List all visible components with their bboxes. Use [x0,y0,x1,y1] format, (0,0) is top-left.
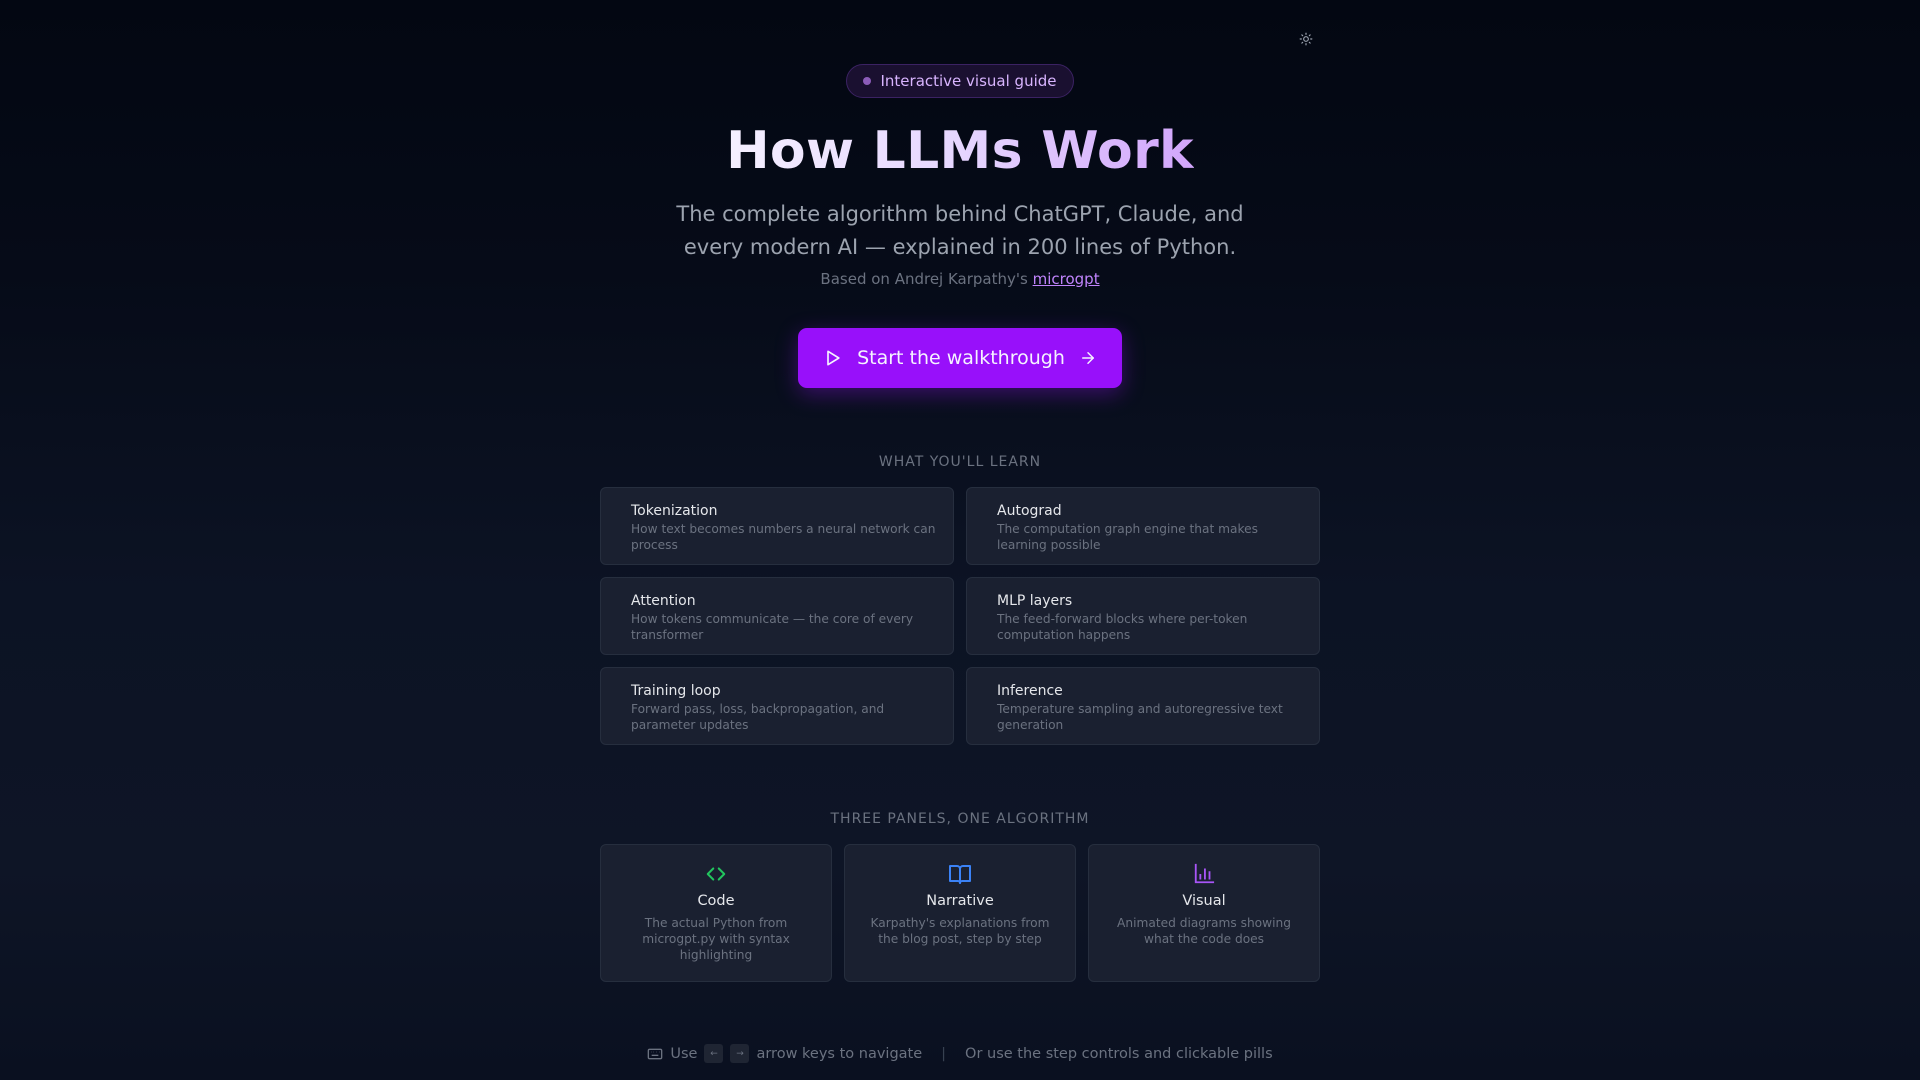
learn-topics-grid: Tokenization How text becomes numbers a … [600,487,1320,745]
hint-use: Use [670,1045,698,1062]
topic-title: Inference [997,683,1063,699]
start-walkthrough-label: Start the walkthrough [857,347,1065,369]
topic-card-autograd[interactable]: Autograd The computation graph engine th… [966,487,1320,565]
microgpt-link[interactable]: microgpt [1032,270,1100,288]
badge-label: Interactive visual guide [880,72,1057,90]
topic-card-tokenization[interactable]: Tokenization How text becomes numbers a … [600,487,954,565]
attribution: Based on Andrej Karpathy's microgpt [820,270,1099,288]
attribution-prefix: Based on Andrej Karpathy's [820,270,1033,288]
panels-section-heading: Three panels, one algorithm [830,811,1090,827]
topic-title: Training loop [631,683,721,699]
learn-section-heading: What you'll learn [878,454,1042,470]
topic-card-training-loop[interactable]: Training loop Forward pass, loss, backpr… [600,667,954,745]
topic-desc: Forward pass, loss, backpropagation, and… [631,702,885,732]
navigation-hint: Use ← → arrow keys to navigate | Or use … [647,1044,1273,1063]
panel-card-visual: Visual Animated diagrams showing what th… [1088,844,1320,982]
sun-icon [1299,32,1313,46]
topic-title: Autograd [997,503,1062,519]
topic-desc: The computation graph engine that makes … [997,522,1258,552]
panel-desc: The actual Python from microgpt.py with … [642,916,790,962]
panel-title: Visual [1182,893,1226,909]
start-walkthrough-button[interactable]: Start the walkthrough [798,328,1122,388]
panels-grid: Code The actual Python from microgpt.py … [600,844,1320,982]
panel-title: Narrative [926,893,994,909]
topic-title: Tokenization [631,503,718,519]
left-arrow-key: ← [704,1044,724,1063]
arrow-right-icon [1081,352,1094,364]
hint-alt-text: Or use the step controls and clickable p… [965,1045,1273,1062]
theme-toggle-button[interactable] [1295,28,1317,50]
badge-dot [863,77,872,85]
topic-desc: How text becomes numbers a neural networ… [631,522,936,552]
guide-badge: Interactive visual guide [846,64,1074,98]
hint-separator: | [941,1045,947,1062]
panel-card-narrative: Narrative Karpathy's explanations from t… [844,844,1076,982]
topic-card-mlp-layers[interactable]: MLP layers The feed-forward blocks where… [966,577,1320,655]
topic-desc: How tokens communicate — the core of eve… [631,612,914,642]
keyboard-icon [648,1048,663,1059]
page-title: How LLMs Work [726,118,1194,184]
topic-title: Attention [631,593,696,609]
panel-desc: Animated diagrams showing what the code … [1117,916,1291,946]
topic-title: MLP layers [997,593,1073,609]
panel-desc: Karpathy's explanations from the blog po… [870,916,1050,946]
topic-desc: The feed-forward blocks where per-token … [997,612,1248,642]
hint-arrow-text: arrow keys to navigate [756,1045,923,1062]
topic-desc: Temperature sampling and autoregressive … [997,702,1283,732]
topic-card-inference[interactable]: Inference Temperature sampling and autor… [966,667,1320,745]
right-arrow-key: → [730,1044,750,1063]
bar-chart-icon [1194,863,1215,884]
play-icon [827,350,840,366]
panel-title: Code [697,893,735,909]
book-open-icon [949,865,971,884]
page-subtitle: The complete algorithm behind ChatGPT, C… [676,202,1244,259]
code-icon [706,867,726,881]
topic-card-attention[interactable]: Attention How tokens communicate — the c… [600,577,954,655]
panel-card-code: Code The actual Python from microgpt.py … [600,844,832,982]
